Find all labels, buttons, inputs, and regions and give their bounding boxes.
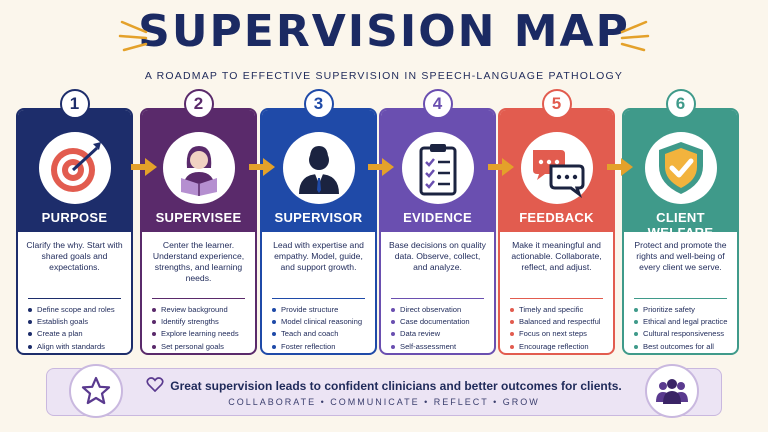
list-item: Identify strengths <box>152 316 245 328</box>
reader-icon <box>162 132 235 204</box>
step-card-feedback: FEEDBACK Make it meaningful and actionab… <box>498 108 615 355</box>
list-item: Foster reflection <box>272 341 365 353</box>
step-title: SUPERVISOR <box>274 210 363 225</box>
shield-check-icon <box>644 132 717 204</box>
arrow-right-icon <box>249 158 275 181</box>
step-card-purpose: PURPOSE Clarify the why. Start with shar… <box>16 108 133 355</box>
arrow-right-icon <box>368 158 394 181</box>
arrow-right-icon <box>131 158 157 181</box>
list-item: Data review <box>391 328 484 340</box>
list-item: Align with standards <box>28 341 121 353</box>
list-item: Provide structure <box>272 304 365 316</box>
clipboard-icon <box>401 132 474 204</box>
footer-values: COLLABORATE • COMMUNICATE • REFLECT • GR… <box>228 397 540 407</box>
step-title: CLIENT WELFARE <box>647 210 714 240</box>
list-item: Establish goals <box>28 316 121 328</box>
step-number-badge: 1 <box>59 89 90 119</box>
list-item: Review background <box>152 304 245 316</box>
step-number-badge: 2 <box>183 89 214 119</box>
step-description: Center the learner. Understand experienc… <box>152 240 245 283</box>
star-icon <box>69 364 123 418</box>
step-number-badge: 3 <box>303 89 334 119</box>
step-number-badge: 5 <box>541 89 572 119</box>
step-title: PURPOSE <box>41 210 108 225</box>
list-item: Teach and coach <box>272 328 365 340</box>
step-card-supervisee: SUPERVISEE Center the learner. Understan… <box>140 108 257 355</box>
footer-message: Great supervision leads to confident cli… <box>47 377 721 393</box>
list-item: Direct observation <box>391 304 484 316</box>
page-title: SUPERVISION MAP <box>138 6 630 57</box>
step-description: Base decisions on quality data. Observe,… <box>389 240 486 272</box>
step-description: Make it meaningful and actionable. Colla… <box>511 240 602 272</box>
page-subtitle: A ROADMAP TO EFFECTIVE SUPERVISION IN SP… <box>144 70 624 82</box>
list-item: Best outcomes for all <box>634 341 727 353</box>
person-icon <box>282 132 355 204</box>
target-icon <box>38 132 111 204</box>
list-item: Define scope and roles <box>28 304 121 316</box>
list-item: Self-assessment <box>391 341 484 353</box>
step-card-client-welfare: CLIENT WELFARE Protect and promote the r… <box>622 108 739 355</box>
list-item: Case documentation <box>391 316 484 328</box>
heart-icon <box>146 377 164 393</box>
sparkle-left-icon <box>118 14 154 54</box>
list-item: Explore learning needs <box>152 328 245 340</box>
step-description: Clarify the why. Start with shared goals… <box>26 240 123 272</box>
footer-banner: Great supervision leads to confident cli… <box>46 364 722 418</box>
sparkle-right-icon <box>614 14 650 54</box>
step-number-badge: 4 <box>422 89 453 119</box>
list-item: Balanced and respectful <box>510 316 603 328</box>
list-item: Create a plan <box>28 328 121 340</box>
list-item: Set personal goals <box>152 341 245 353</box>
list-item: Ethical and legal practice <box>634 316 727 328</box>
list-item: Focus on next steps <box>510 328 603 340</box>
arrow-right-icon <box>607 158 633 181</box>
list-item: Encourage reflection <box>510 341 603 353</box>
chat-icon <box>520 132 593 204</box>
list-item: Timely and specific <box>510 304 603 316</box>
step-card-evidence: EVIDENCE Base decisions on quality data.… <box>379 108 496 355</box>
list-item: Prioritize safety <box>634 304 727 316</box>
people-group-icon <box>645 364 699 418</box>
step-title: FEEDBACK <box>519 210 594 225</box>
step-card-supervisor: SUPERVISOR Lead with expertise and empat… <box>260 108 377 355</box>
list-item: Model clinical reasoning <box>272 316 365 328</box>
list-item: Cultural responsiveness <box>634 328 727 340</box>
step-description: Lead with expertise and empathy. Model, … <box>273 240 364 272</box>
arrow-right-icon <box>488 158 514 181</box>
step-title: SUPERVISEE <box>155 210 242 225</box>
footer-message-text: Great supervision leads to confident cli… <box>170 379 622 393</box>
step-number-badge: 6 <box>665 89 696 119</box>
step-title: EVIDENCE <box>403 210 472 225</box>
step-description: Protect and promote the rights and well-… <box>634 240 727 272</box>
